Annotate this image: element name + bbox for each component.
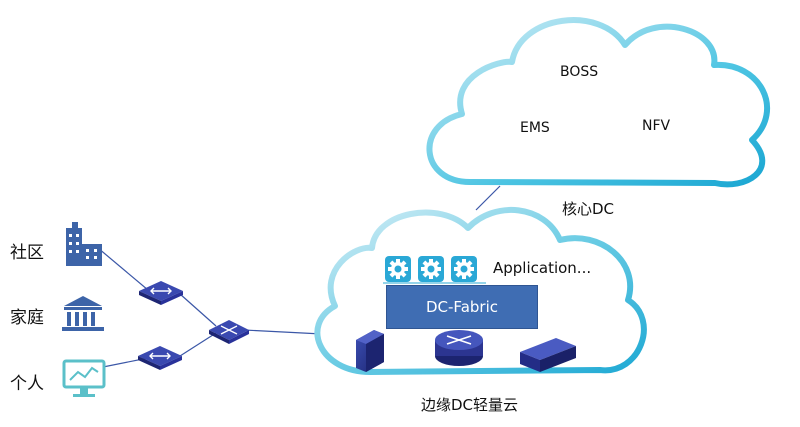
server-icon bbox=[356, 330, 384, 372]
gear-icon bbox=[451, 256, 477, 282]
switch-icon bbox=[138, 280, 184, 306]
switch-icon bbox=[137, 345, 183, 371]
core-item-nfv: NFV bbox=[642, 118, 671, 134]
user-community-label: 社区 bbox=[10, 243, 44, 263]
storage-icon bbox=[520, 338, 576, 372]
router-icon bbox=[435, 330, 483, 366]
core-item-boss: BOSS bbox=[560, 64, 599, 80]
dc-fabric-label: DC-Fabric bbox=[426, 298, 498, 316]
aggregation-switch-icon bbox=[209, 320, 249, 344]
link-community-switch bbox=[97, 247, 149, 291]
building-icon bbox=[66, 222, 102, 266]
application-label: Application... bbox=[493, 259, 592, 277]
gear-icon bbox=[418, 256, 444, 282]
link-edge-core-cloud bbox=[475, 185, 501, 211]
link-switch-core-2 bbox=[179, 332, 217, 357]
link-core-edgecloud bbox=[243, 329, 323, 335]
link-switch-core bbox=[179, 293, 217, 327]
core-dc-title: 核心DC bbox=[562, 200, 615, 218]
gear-icon bbox=[385, 256, 411, 282]
bank-icon bbox=[62, 296, 104, 331]
user-personal-label: 个人 bbox=[10, 374, 44, 394]
dc-fabric-box: DC-Fabric bbox=[386, 285, 538, 329]
core-dc-cloud bbox=[426, 17, 771, 188]
core-item-ems: EMS bbox=[520, 120, 550, 136]
monitor-icon bbox=[62, 359, 106, 397]
edge-dc-title: 边缘DC轻量云 bbox=[421, 396, 519, 414]
user-home-label: 家庭 bbox=[10, 308, 44, 328]
